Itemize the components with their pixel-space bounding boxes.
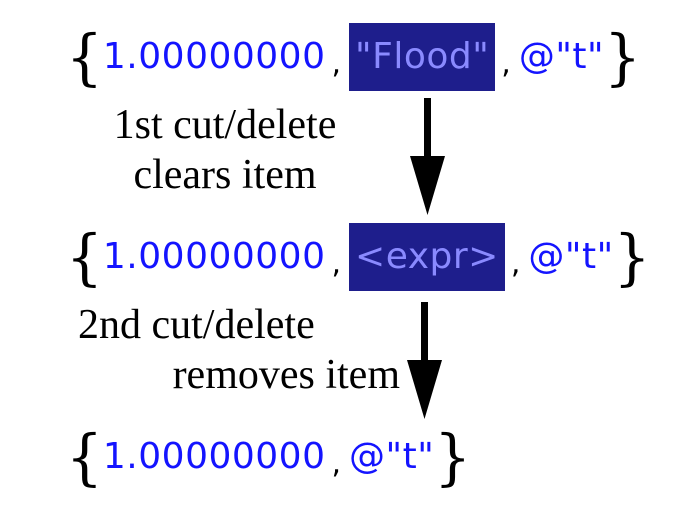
down-arrow-icon <box>407 302 442 419</box>
arrow-shaft <box>421 302 428 362</box>
arrow-head <box>407 360 442 419</box>
list-item-selected-string[interactable]: "Flood" <box>349 23 496 91</box>
open-brace: { <box>66 421 103 493</box>
separator: , <box>331 45 342 81</box>
caption-line: removes item <box>172 352 400 398</box>
open-brace: { <box>66 21 103 93</box>
close-brace: } <box>613 221 651 293</box>
expression-state-2: { 1.00000000 , <expr> , @"t" } <box>66 222 651 292</box>
separator: , <box>501 45 511 81</box>
caption-line: 1st cut/delete <box>113 102 337 148</box>
arrow-shaft <box>424 98 431 158</box>
transition-caption-2: 2nd cut/delete removes item <box>70 300 400 400</box>
down-arrow-icon <box>410 98 445 215</box>
separator: , <box>331 245 342 281</box>
list-item-symbol[interactable]: @"t" <box>349 436 435 477</box>
list-item-number[interactable]: 1.00000000 <box>102 436 326 477</box>
expression-state-1: { 1.00000000 , "Flood" , @"t" } <box>66 22 641 92</box>
list-item-symbol[interactable]: @"t" <box>518 36 605 77</box>
caption-line: clears item <box>133 152 317 198</box>
list-item-number[interactable]: 1.00000000 <box>102 236 326 277</box>
list-item-symbol[interactable]: @"t" <box>528 236 614 277</box>
caption-line: 2nd cut/delete <box>78 302 315 348</box>
list-item-number[interactable]: 1.00000000 <box>102 36 326 77</box>
separator: , <box>331 445 342 481</box>
expression-state-3: { 1.00000000 , @"t" } <box>66 422 471 492</box>
open-brace: { <box>66 221 103 293</box>
separator: , <box>510 245 521 281</box>
transition-caption-1: 1st cut/delete clears item <box>70 100 380 200</box>
close-brace: } <box>604 21 641 93</box>
list-item-selected-placeholder[interactable]: <expr> <box>349 223 505 291</box>
arrow-head <box>410 156 445 215</box>
close-brace: } <box>434 421 472 493</box>
